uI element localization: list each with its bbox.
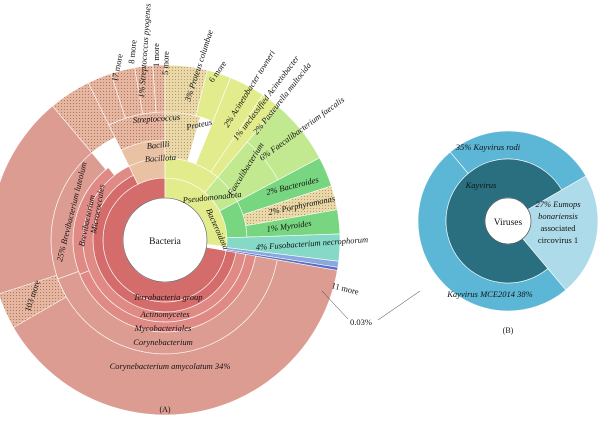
label-terrabacteria-group: Terrabacteria group xyxy=(133,292,202,302)
label-bacilli: Bacilli xyxy=(146,139,170,151)
bacteria-krona-chart xyxy=(0,64,341,416)
virus-center-label: Viruses xyxy=(494,218,523,228)
virus-krona-chart xyxy=(417,130,599,312)
label-corynebacterium-amycolatum: Corynebacterium amycolatum 34% xyxy=(110,361,231,371)
sector-small xyxy=(225,249,339,271)
label-bacillota: Bacillota xyxy=(144,152,176,164)
label-1-more: 1 more xyxy=(151,43,161,67)
label-streptococcus: Streptococcus xyxy=(132,112,181,125)
label-5-more: 5 more xyxy=(160,51,171,75)
label-11-more: 11 more xyxy=(331,280,361,296)
label-kayvirus-mce2014: Kayvirus MCE2014 38% xyxy=(446,289,532,299)
connector-line-to-viruses xyxy=(377,290,421,321)
label-0-03-percent: 0.03% xyxy=(350,317,372,327)
caption-b: (B) xyxy=(503,326,514,335)
sector-103-more xyxy=(0,274,67,328)
bacteria-center-circle xyxy=(122,197,208,283)
label-eumops-circovirus: 27% Eumops bonariensis associated circov… xyxy=(535,199,581,245)
label-8-more: 8 more xyxy=(126,39,138,64)
label-kayvirus: Kayvirus xyxy=(465,180,497,190)
label-corynebacterium: Corynebacterium xyxy=(133,337,193,347)
caption-a: (A) xyxy=(159,405,170,414)
label-mycobacteriales: Mycobacteriales xyxy=(134,323,192,333)
svg-text:circovirus 1: circovirus 1 xyxy=(538,235,578,245)
svg-text:27% Eumops: 27% Eumops xyxy=(535,199,581,209)
label-actinomycetes: Actinomycetes xyxy=(139,309,190,319)
svg-text:bonariensis: bonariensis xyxy=(538,211,578,221)
bacteria-center-label: Bacteria xyxy=(149,237,181,247)
connector-line-small xyxy=(321,290,349,320)
label-kayvirus-rodi: 35% Kayvirus rodi xyxy=(455,142,521,152)
virus-center-circle xyxy=(484,197,532,245)
svg-text:associated: associated xyxy=(541,223,577,233)
